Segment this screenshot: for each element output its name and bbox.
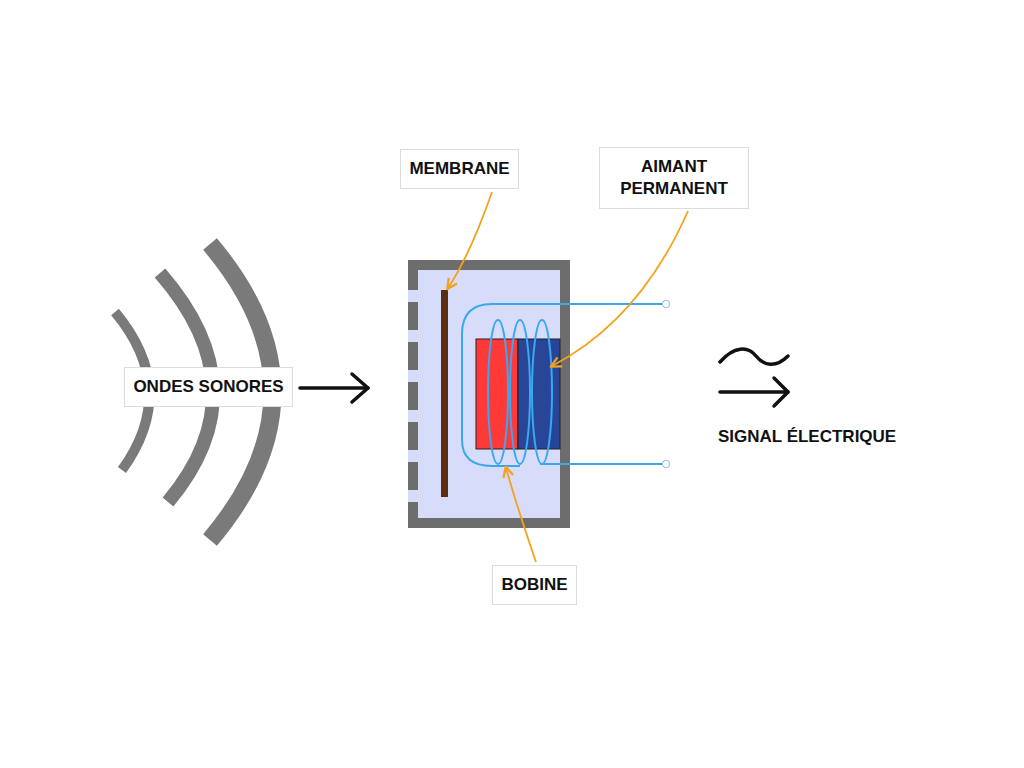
signal-label: SIGNAL ÉLECTRIQUE bbox=[718, 427, 896, 447]
leader-lines bbox=[448, 192, 688, 562]
coil-winding bbox=[488, 320, 508, 464]
part-name: ONDES SONORES bbox=[133, 376, 284, 398]
part-name: AIMANT PERMANENT bbox=[608, 156, 740, 200]
terminal bbox=[663, 301, 670, 308]
label-box: AIMANT PERMANENT bbox=[599, 147, 749, 209]
input-arrow bbox=[300, 374, 368, 402]
label-box: MEMBRANE bbox=[400, 149, 519, 189]
magnet-south bbox=[518, 339, 560, 449]
housing-opening bbox=[408, 290, 418, 302]
coil-wire bbox=[462, 304, 665, 466]
label-box: BOBINE bbox=[492, 565, 577, 605]
housing-opening bbox=[408, 370, 418, 382]
housing-opening bbox=[408, 490, 418, 502]
coil bbox=[488, 320, 552, 464]
microphone-housing bbox=[408, 260, 570, 528]
membrane bbox=[441, 290, 448, 497]
coil-wire bbox=[540, 463, 665, 465]
housing-opening bbox=[408, 450, 418, 462]
coil-winding bbox=[532, 320, 552, 464]
label-box: ONDES SONORES bbox=[124, 367, 293, 407]
signal-symbol bbox=[720, 349, 788, 406]
part-name: MEMBRANE bbox=[409, 158, 510, 180]
part-name: BOBINE bbox=[501, 574, 568, 596]
housing-opening bbox=[408, 330, 418, 342]
terminal bbox=[663, 461, 670, 468]
housing-opening bbox=[408, 410, 418, 422]
coil-winding bbox=[510, 320, 530, 464]
